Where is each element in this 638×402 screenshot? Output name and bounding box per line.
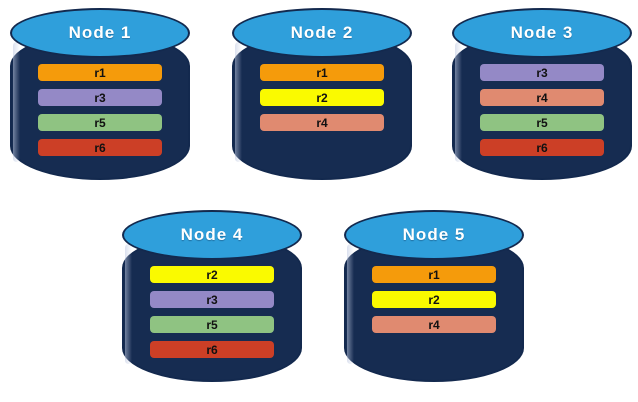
replica-bar[interactable]: r2 bbox=[260, 89, 384, 106]
database-node-5[interactable]: Node 5 r1 r2 r4 bbox=[344, 210, 524, 390]
node-title: Node 4 bbox=[180, 225, 244, 244]
replica-label: r4 bbox=[316, 115, 328, 130]
replica-bar[interactable]: r1 bbox=[372, 266, 496, 283]
database-node-2[interactable]: Node 2 r1 r2 r4 bbox=[232, 8, 412, 188]
cylinder-top-icon bbox=[452, 8, 632, 58]
replica-label: r1 bbox=[428, 267, 440, 282]
database-node-4[interactable]: Node 4 r2 r3 r5 r6 bbox=[122, 210, 302, 390]
replica-bar[interactable]: r1 bbox=[38, 64, 162, 81]
database-node-1[interactable]: Node 1 r1 r3 r5 r6 bbox=[10, 8, 190, 188]
database-node-3[interactable]: Node 3 r3 r4 r5 r6 bbox=[452, 8, 632, 188]
node-title: Node 3 bbox=[510, 23, 574, 42]
replica-label: r3 bbox=[94, 90, 106, 105]
replica-list: r1 r2 r4 bbox=[260, 64, 384, 131]
replica-label: r5 bbox=[536, 115, 548, 130]
replica-bar[interactable]: r2 bbox=[372, 291, 496, 308]
replica-bar[interactable]: r3 bbox=[38, 89, 162, 106]
replica-list: r1 r2 r4 bbox=[372, 266, 496, 333]
replica-list: r3 r4 r5 r6 bbox=[480, 64, 604, 156]
replica-bar[interactable]: r1 bbox=[260, 64, 384, 81]
replica-bar[interactable]: r3 bbox=[480, 64, 604, 81]
node-title: Node 2 bbox=[290, 23, 354, 42]
replica-list: r2 r3 r5 r6 bbox=[150, 266, 274, 358]
replica-label: r4 bbox=[536, 90, 548, 105]
replica-bar[interactable]: r4 bbox=[372, 316, 496, 333]
cylinder-top-icon bbox=[232, 8, 412, 58]
replica-label: r6 bbox=[206, 342, 218, 357]
replica-label: r2 bbox=[206, 267, 218, 282]
replica-bar[interactable]: r2 bbox=[150, 266, 274, 283]
replica-bar[interactable]: r6 bbox=[480, 139, 604, 156]
replica-bar[interactable]: r4 bbox=[260, 114, 384, 131]
replica-bar[interactable]: r6 bbox=[38, 139, 162, 156]
replica-label: r6 bbox=[94, 140, 106, 155]
replica-label: r3 bbox=[206, 292, 218, 307]
replica-bar[interactable]: r3 bbox=[150, 291, 274, 308]
replica-label: r1 bbox=[316, 65, 328, 80]
replica-label: r3 bbox=[536, 65, 548, 80]
replica-bar[interactable]: r5 bbox=[150, 316, 274, 333]
replica-list: r1 r3 r5 r6 bbox=[38, 64, 162, 156]
replica-bar[interactable]: r5 bbox=[38, 114, 162, 131]
replica-bar[interactable]: r4 bbox=[480, 89, 604, 106]
cylinder-top-icon bbox=[10, 8, 190, 58]
replica-bar[interactable]: r5 bbox=[480, 114, 604, 131]
cylinder-top-icon bbox=[344, 210, 524, 260]
node-title: Node 1 bbox=[68, 23, 132, 42]
cylinder-top-icon bbox=[122, 210, 302, 260]
replica-label: r5 bbox=[94, 115, 106, 130]
replica-label: r1 bbox=[94, 65, 106, 80]
replica-bar[interactable]: r6 bbox=[150, 341, 274, 358]
replica-label: r4 bbox=[428, 317, 440, 332]
replica-label: r6 bbox=[536, 140, 548, 155]
replica-label: r5 bbox=[206, 317, 218, 332]
replica-label: r2 bbox=[428, 292, 440, 307]
replica-label: r2 bbox=[316, 90, 328, 105]
node-title: Node 5 bbox=[402, 225, 466, 244]
